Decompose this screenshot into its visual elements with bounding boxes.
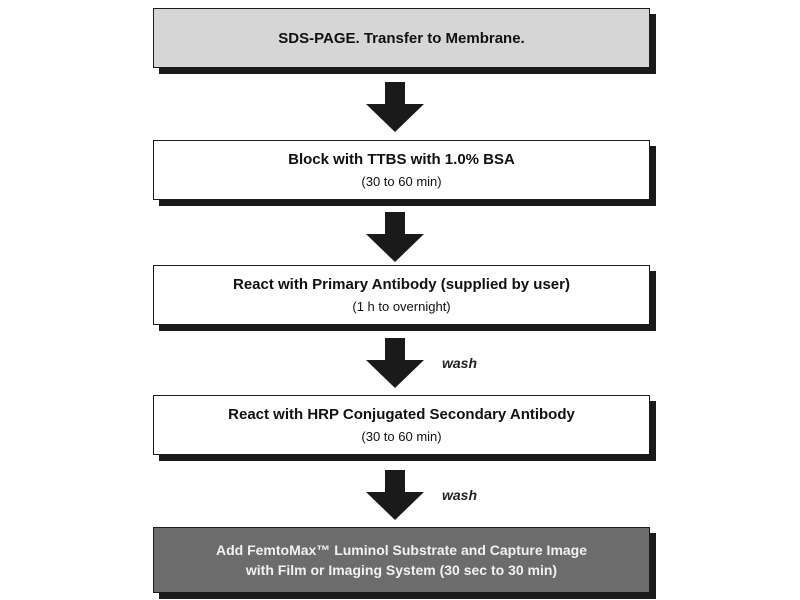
wash-label: wash (442, 487, 478, 503)
step-primary-antibody: React with Primary Antibody (supplied by… (153, 265, 650, 325)
down-arrow-icon (366, 82, 424, 132)
step-substrate-capture: Add FemtoMax™ Luminol Substrate and Capt… (153, 527, 650, 593)
step-primary-antibody-label: React with Primary Antibody (supplied by… (232, 275, 570, 293)
down-arrow-icon (366, 212, 424, 262)
step-block-duration: (30 to 60 min) (361, 173, 442, 189)
down-arrow-icon (366, 338, 424, 388)
step-secondary-antibody-duration: (30 to 60 min) (361, 428, 442, 444)
step-block: Block with TTBS with 1.0% BSA (30 to 60 … (153, 140, 650, 200)
step-substrate-capture-line1: Add FemtoMax™ Luminol Substrate and Capt… (215, 542, 588, 558)
step-substrate-capture-line2: with Film or Imaging System (30 sec to 3… (245, 562, 558, 578)
step-secondary-antibody: React with HRP Conjugated Secondary Anti… (153, 395, 650, 455)
step-secondary-antibody-label: React with HRP Conjugated Secondary Anti… (228, 405, 575, 423)
step-transfer: SDS-PAGE. Transfer to Membrane. (153, 8, 650, 68)
step-primary-antibody-duration: (1 h to overnight) (352, 298, 451, 314)
down-arrow-icon (366, 470, 424, 520)
wash-label: wash (442, 355, 478, 371)
step-block-label: Block with TTBS with 1.0% BSA (288, 150, 515, 168)
step-transfer-label: SDS-PAGE. Transfer to Membrane. (278, 29, 525, 47)
